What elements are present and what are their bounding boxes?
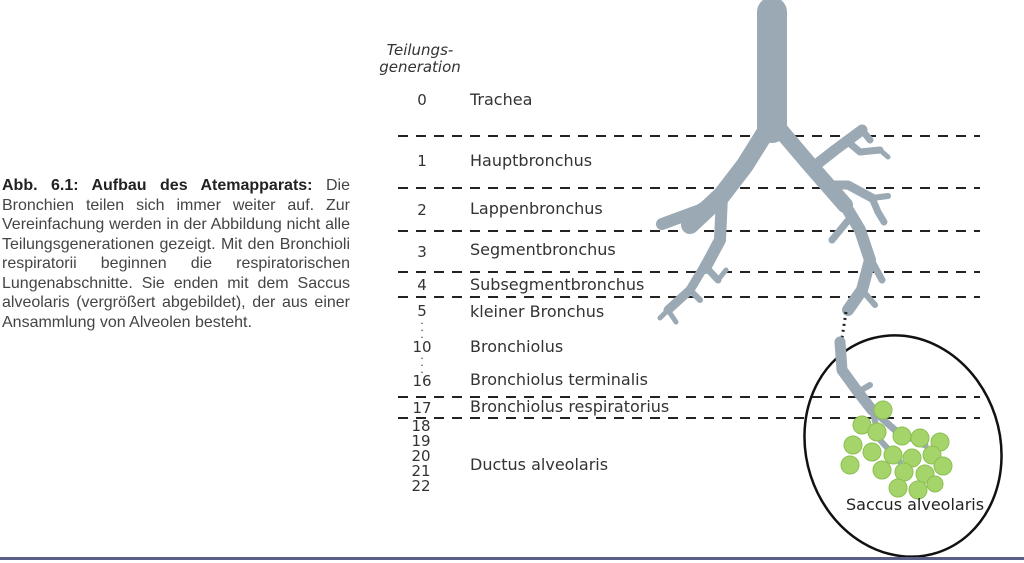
label-segmentbronchus: Segmentbronchus bbox=[470, 240, 616, 259]
bottom-rule bbox=[0, 557, 1024, 560]
bronchial-tree bbox=[656, 0, 891, 325]
gen-number: 20 bbox=[411, 447, 431, 465]
alveolus bbox=[862, 442, 882, 462]
label-subsegmentbronchus: Subsegmentbronchus bbox=[470, 275, 645, 294]
alveolus bbox=[926, 475, 944, 493]
alveolus bbox=[843, 435, 863, 455]
gen-number: 5 bbox=[417, 302, 427, 320]
gen-number: 22 bbox=[411, 477, 431, 495]
label-bronchiolus-terminalis: Bronchiolus terminalis bbox=[470, 370, 648, 389]
magnification-connector bbox=[840, 311, 848, 339]
alveolus bbox=[933, 456, 953, 476]
label-kleiner-bronchus: kleiner Bronchus bbox=[470, 302, 605, 321]
alveolus bbox=[910, 428, 930, 448]
header-line-1: Teilungs- bbox=[386, 41, 454, 59]
label-ductus-alveolaris: Ductus alveolaris bbox=[470, 455, 609, 474]
gen-number: 21 bbox=[411, 462, 431, 480]
gen-number: 16 bbox=[412, 372, 432, 390]
alveolus bbox=[867, 422, 887, 442]
gen-number: 19 bbox=[411, 432, 431, 450]
vertical-ellipsis: ··· bbox=[420, 317, 424, 344]
alveolus bbox=[888, 478, 908, 498]
header-line-2: generation bbox=[379, 58, 461, 76]
figure-caption: Abb. 6.1: Aufbau des Atemapparats: Die B… bbox=[2, 176, 350, 332]
label-lappenbronchus: Lappenbronchus bbox=[470, 199, 603, 218]
gen-number: 10 bbox=[412, 338, 432, 356]
alveolus bbox=[840, 455, 860, 475]
alveolus bbox=[894, 462, 914, 482]
caption-text: Die Bronchien teilen sich immer weiter a… bbox=[2, 177, 350, 331]
caption-title: Abb. 6.1: Aufbau des Atemapparats: bbox=[2, 177, 313, 194]
label-trachea: Trachea bbox=[470, 90, 533, 109]
label-saccus-alveolaris: Saccus alveolaris bbox=[846, 495, 985, 514]
vertical-ellipsis: ··· bbox=[420, 352, 424, 379]
label-bronchiolus: Bronchiolus bbox=[470, 337, 564, 356]
gen-number: 2 bbox=[417, 201, 427, 219]
alveolus bbox=[872, 460, 892, 480]
generation-header: Teilungs- generation bbox=[370, 42, 470, 76]
gen-number: 17 bbox=[412, 399, 432, 417]
label-hauptbronchus: Hauptbronchus bbox=[470, 151, 593, 170]
gen-number: 0 bbox=[417, 91, 427, 109]
alveoli-cluster bbox=[840, 400, 953, 500]
alveolus bbox=[892, 426, 912, 446]
gen-number: 1 bbox=[417, 152, 427, 170]
generation-separators bbox=[398, 135, 980, 419]
alveolus bbox=[908, 480, 928, 500]
gen-number: 18 bbox=[411, 417, 431, 435]
gen-number: 4 bbox=[417, 276, 427, 294]
gen-number: 3 bbox=[417, 243, 427, 261]
label-bronchiolus-respiratorius: Bronchiolus respiratorius bbox=[470, 397, 670, 416]
alveolus bbox=[883, 445, 903, 465]
alveolus bbox=[873, 400, 893, 420]
duct-generation-list: 18 19 20 21 22 bbox=[406, 419, 436, 494]
magnified-sac-outline bbox=[803, 334, 1003, 558]
